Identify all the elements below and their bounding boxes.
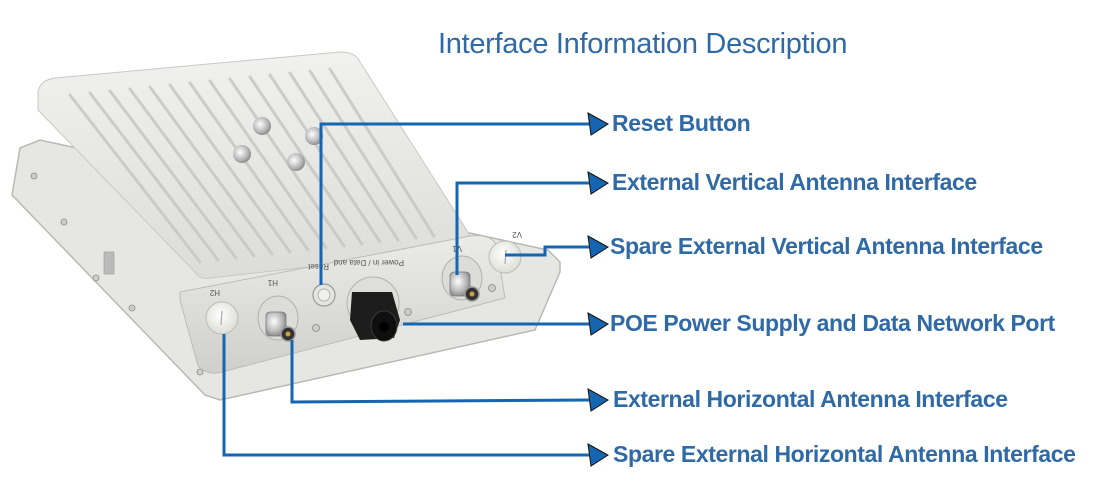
leader-v1 [455, 181, 590, 275]
port-label-h1: H1 [267, 278, 278, 287]
arrowhead-icon [587, 171, 609, 195]
callout-arrowheads [587, 112, 609, 467]
callout-leader-lines [222, 122, 591, 457]
leader-h2 [222, 334, 590, 457]
diagram-title: Interface Information Description [438, 28, 848, 60]
callout-spare-external-vertical-antenna: Spare External Vertical Antenna Interfac… [610, 233, 1043, 259]
arrowhead-icon [587, 112, 609, 136]
port-label-reset: Reset [307, 262, 329, 271]
h1-connector [265, 311, 287, 337]
arrowhead-icon [587, 235, 609, 259]
leader-h1 [290, 340, 591, 404]
device-housing [37, 51, 479, 279]
callout-reset-button: Reset Button [612, 110, 751, 136]
port-label-power: Power in / Data and [334, 258, 404, 267]
callout-spare-external-horizontal-antenna: Spare External Horizontal Antenna Interf… [613, 441, 1076, 467]
callout-external-vertical-antenna: External Vertical Antenna Interface [612, 169, 977, 195]
port-label-h2: H2 [209, 288, 220, 297]
leader-v2 [505, 245, 590, 257]
callout-external-horizontal-antenna: External Horizontal Antenna Interface [613, 386, 1008, 412]
arrowhead-icon [587, 388, 609, 412]
leader-reset [319, 122, 590, 285]
device-front-panel: H2 H1 Reset Power in / Data and V1 V2 [179, 230, 522, 374]
port-label-v2: V2 [512, 230, 522, 239]
v1-connector [449, 271, 471, 297]
arrowhead-icon [587, 312, 609, 336]
arrowhead-icon [587, 443, 609, 467]
callout-poe-port: POE Power Supply and Data Network Port [610, 310, 1055, 336]
mounting-bolts [233, 117, 323, 171]
